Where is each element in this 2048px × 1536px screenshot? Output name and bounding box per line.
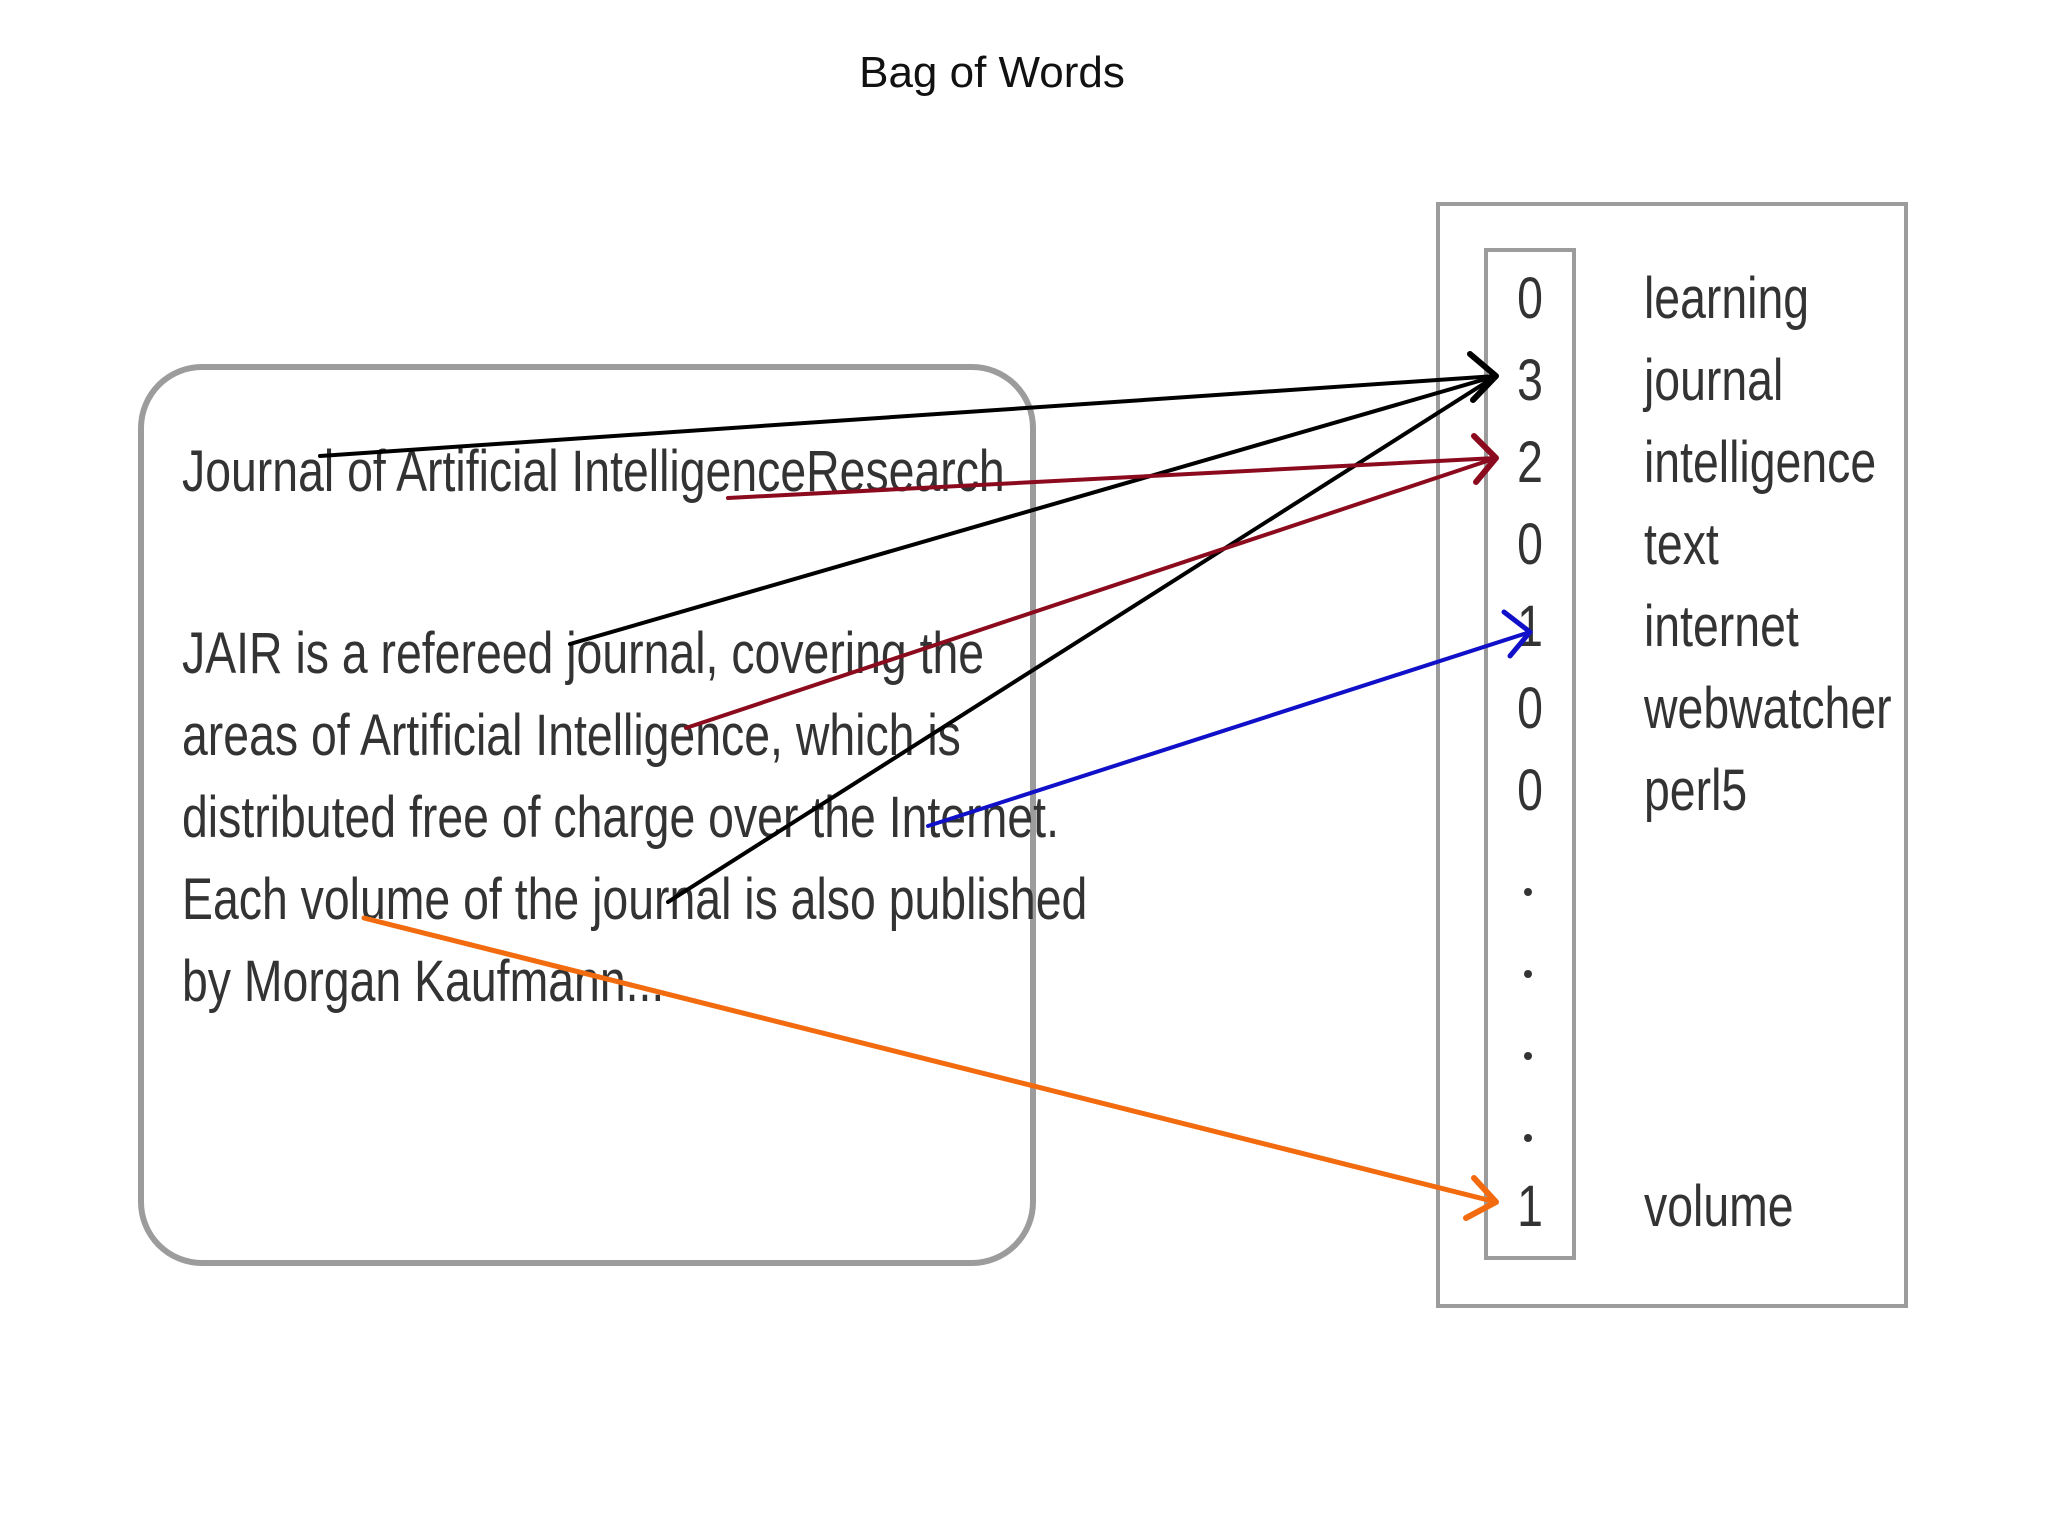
diagram-title: Bag of Words: [859, 48, 1125, 97]
word-text: text: [1644, 512, 1719, 577]
ellipsis-dot: [1524, 1052, 1532, 1060]
count-learning: 0: [1517, 266, 1543, 331]
count-webwatcher: 0: [1517, 676, 1543, 741]
word-perl5: perl5: [1644, 758, 1748, 823]
ellipsis-dot: [1524, 888, 1532, 896]
word-webwatcher: webwatcher: [1644, 676, 1892, 741]
document-body-line: JAIR is a refereed journal, covering the: [182, 621, 985, 686]
count-internet: 1: [1517, 594, 1543, 659]
document-body-line: distributed free of charge over the Inte…: [182, 785, 1059, 850]
document-body-line: Each volume of the journal is also publi…: [182, 867, 1088, 932]
document-body-line: areas of Artificial Intelligence, which …: [182, 703, 961, 768]
document-title: Journal of Artificial IntelligenceResear…: [182, 439, 1005, 504]
word-volume: volume: [1644, 1174, 1794, 1239]
word-intelligence: intelligence: [1644, 430, 1877, 495]
count-volume: 1: [1517, 1174, 1543, 1239]
document-body-line: by Morgan Kaufmann...: [182, 949, 665, 1014]
ellipsis-dot: [1524, 1134, 1532, 1142]
word-journal: journal: [1644, 348, 1784, 413]
word-internet: internet: [1644, 594, 1799, 659]
ellipsis-dot: [1524, 970, 1532, 978]
word-learning: learning: [1644, 266, 1810, 331]
count-perl5: 0: [1517, 758, 1543, 823]
count-journal: 3: [1517, 348, 1543, 413]
count-intelligence: 2: [1517, 430, 1543, 495]
count-text: 0: [1517, 512, 1543, 577]
